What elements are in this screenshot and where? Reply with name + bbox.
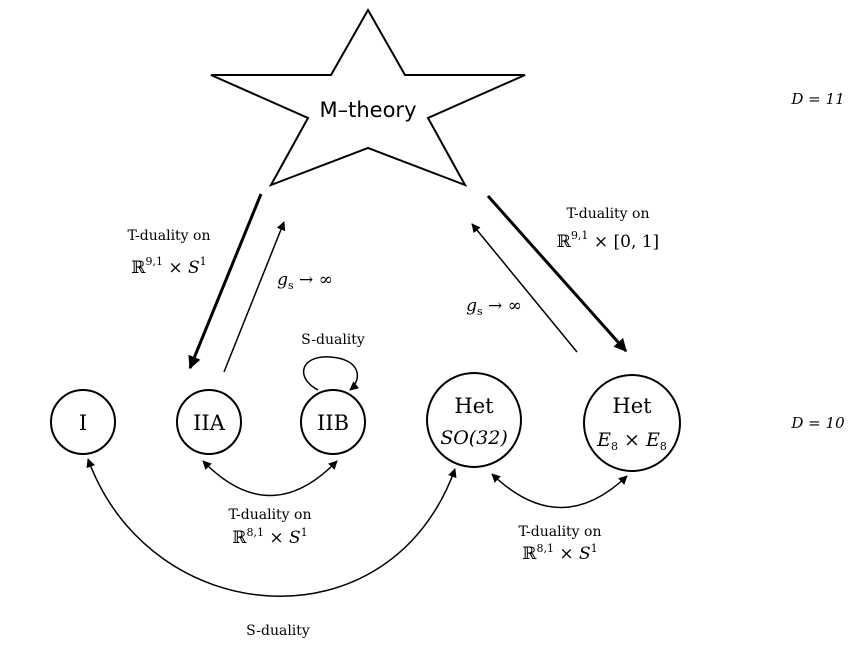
m-theory-star xyxy=(210,7,526,187)
m-theory-label: M–theory xyxy=(320,98,417,122)
node-iib-label: IIB xyxy=(317,411,349,435)
arrow-i-het-so32 xyxy=(86,458,457,597)
node-iib: IIB xyxy=(300,389,366,455)
node-type-i: I xyxy=(50,389,116,455)
node-het-e8e8-line2: E8 × E8 xyxy=(596,429,667,453)
arrow-m-to-het-e8 xyxy=(486,195,628,352)
dimension-label-10: D = 10 xyxy=(790,414,845,432)
edge-label-i-het: S-duality xyxy=(246,623,310,639)
arrow-iia-iib xyxy=(202,460,338,497)
edge-label-iia-iib: T-duality on ℝ8,1 × S1 xyxy=(229,507,312,548)
svg-text:ℝ8,1 × S1: ℝ8,1 × S1 xyxy=(232,526,307,548)
arrow-het-to-m xyxy=(471,223,578,353)
node-het-so32-line1: Het xyxy=(454,394,494,418)
svg-text:T-duality on: T-duality on xyxy=(229,507,312,523)
edge-label-iia-m: gs → ∞ xyxy=(277,270,333,292)
edge-label-m-iia: T-duality on ℝ9,1 × S1 xyxy=(128,228,211,278)
edge-label-het-m: gs → ∞ xyxy=(466,296,522,318)
node-het-so32: Het SO(32) xyxy=(426,372,522,468)
node-het-e8e8: Het E8 × E8 xyxy=(583,374,681,472)
svg-text:T-duality on: T-duality on xyxy=(519,524,602,540)
node-iia: IIA xyxy=(176,389,242,455)
arrow-het-het xyxy=(491,473,628,509)
edge-label-m-het: T-duality on ℝ9,1 × [0, 1] xyxy=(557,206,659,252)
arrow-iib-self-loop xyxy=(302,356,360,391)
node-het-e8e8-line1: Het xyxy=(612,394,652,418)
edge-label-het-het: T-duality on ℝ8,1 × S1 xyxy=(519,524,602,564)
arrow-iia-to-m xyxy=(223,221,286,373)
svg-text:ℝ9,1 × [0, 1]: ℝ9,1 × [0, 1] xyxy=(557,229,659,252)
svg-text:ℝ8,1 × S1: ℝ8,1 × S1 xyxy=(522,542,597,564)
dimension-label-11: D = 11 xyxy=(790,90,844,108)
node-type-i-label: I xyxy=(79,411,87,435)
edge-label-iib-self: S-duality xyxy=(301,332,365,348)
arrow-m-to-iia xyxy=(188,193,263,370)
svg-text:T-duality on: T-duality on xyxy=(128,228,211,244)
svg-text:ℝ9,1 × S1: ℝ9,1 × S1 xyxy=(131,255,206,278)
node-iia-label: IIA xyxy=(193,411,226,435)
svg-text:T-duality on: T-duality on xyxy=(567,206,650,222)
node-het-so32-line2: SO(32) xyxy=(440,427,508,449)
